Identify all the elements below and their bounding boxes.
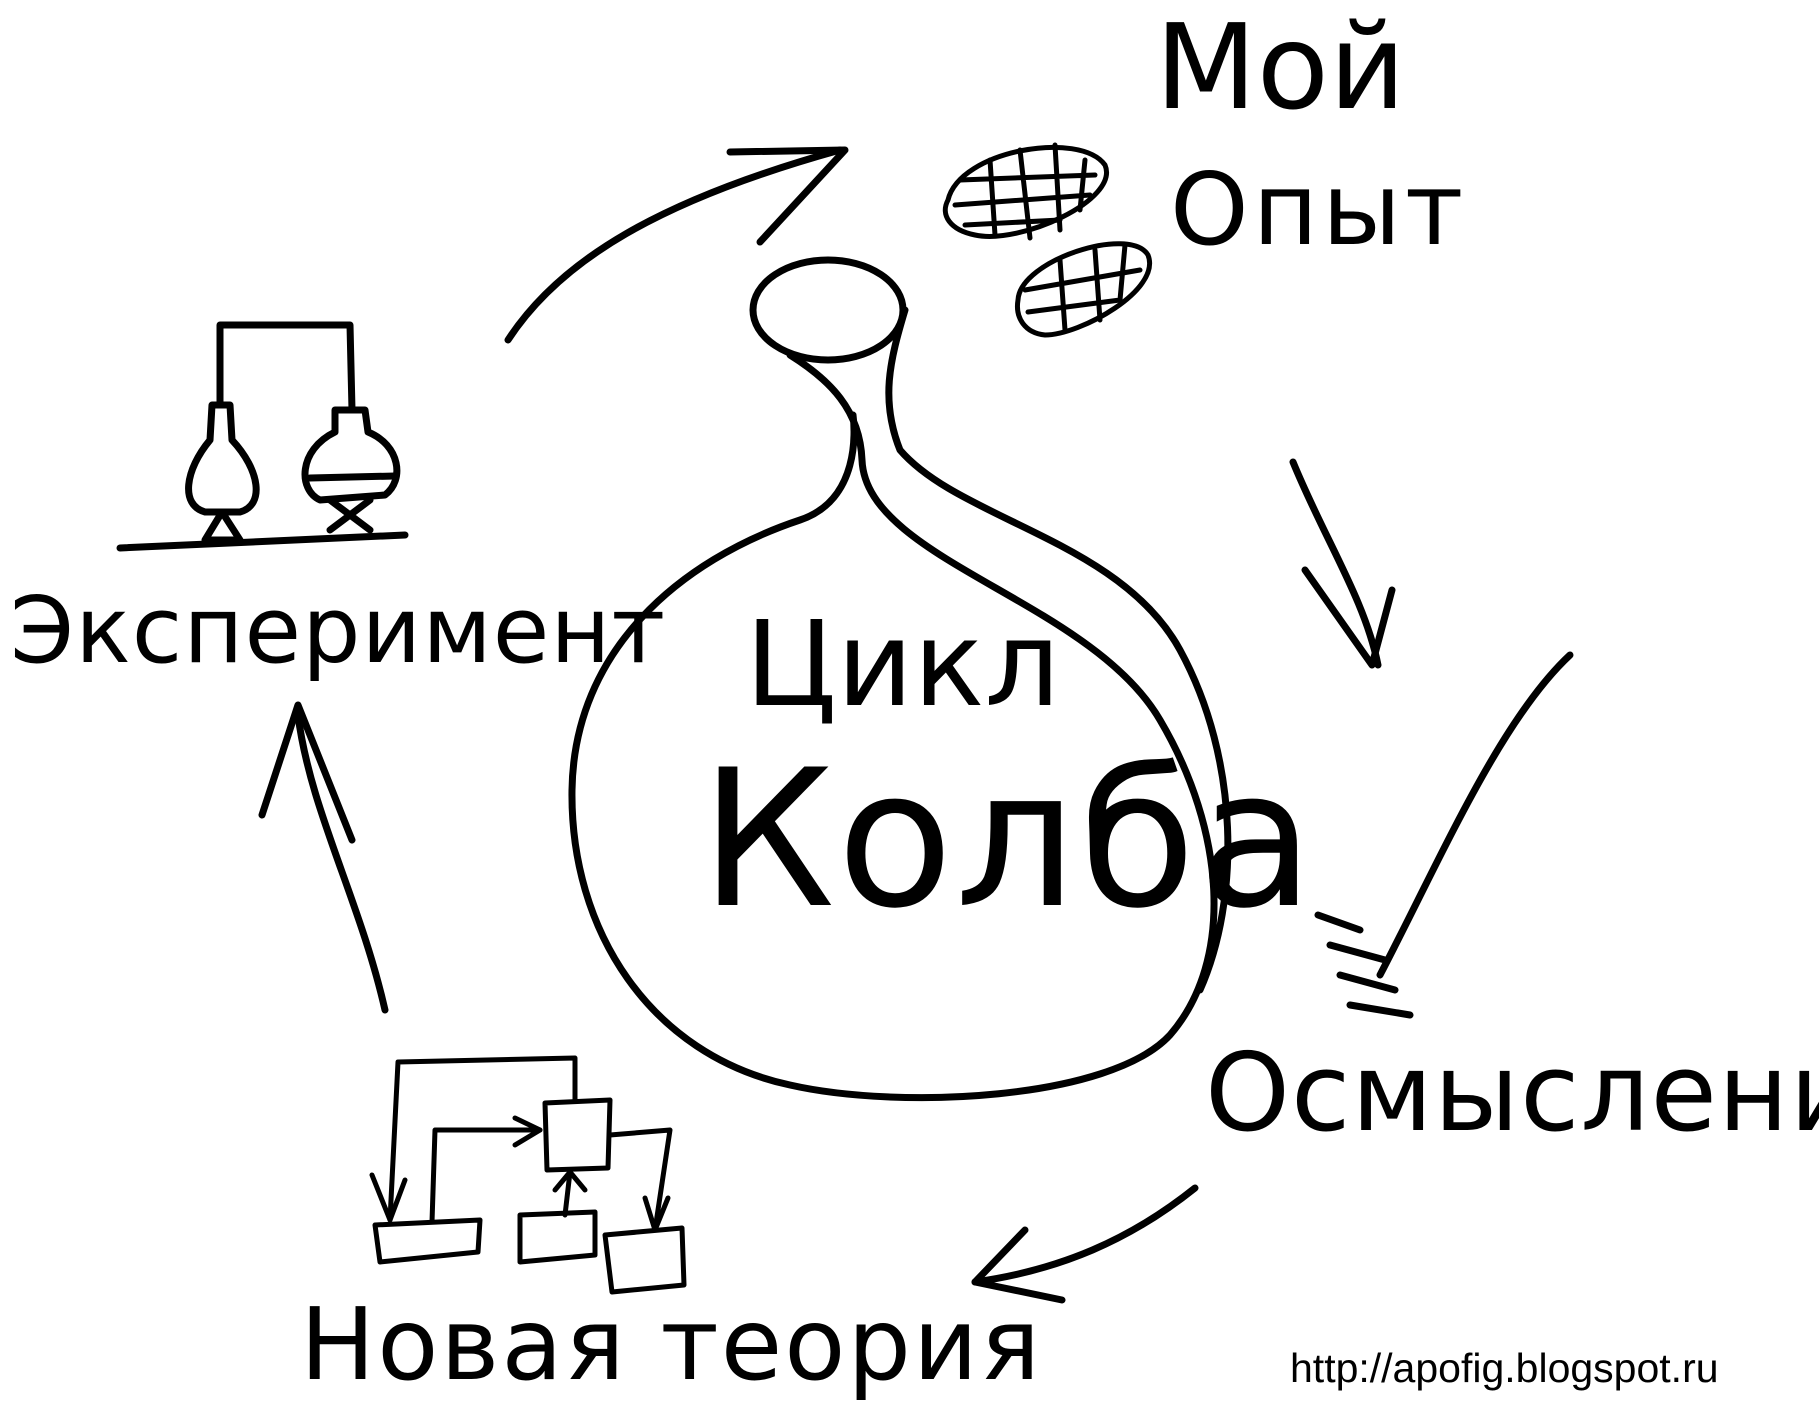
flowchart-box-middle — [517, 1209, 598, 1265]
connecting-tube — [216, 321, 356, 414]
label-my-experience-line1: Мой — [1155, 0, 1406, 136]
flask-body-outline — [568, 306, 1232, 1102]
lab-table-line — [116, 531, 409, 552]
arrow-theory-to-experiment — [258, 701, 389, 1014]
central-flask-drawing — [568, 256, 1232, 1102]
flowchart-arrowhead-4 — [552, 1169, 588, 1193]
flowchart-arrowhead-3 — [642, 1195, 671, 1233]
arrow-reflection-broom — [1314, 651, 1574, 1019]
flowchart-line-middle — [562, 1169, 573, 1218]
right-flask — [301, 406, 401, 504]
arrow-experiment-to-experience — [504, 146, 849, 344]
flowchart-box-right — [602, 1225, 687, 1295]
label-center-kolb: Колба — [700, 729, 1317, 950]
flowchart-line-top — [387, 1055, 578, 1223]
arrow-experience-to-reflection — [1289, 458, 1396, 669]
arrow-head-bottom — [971, 1226, 1066, 1304]
arrow-head-left — [258, 701, 356, 844]
label-reflection: Осмысление — [1205, 1031, 1819, 1156]
left-flask — [185, 401, 260, 516]
left-flask-stand — [201, 508, 244, 544]
label-experiment: Эксперимент — [10, 577, 667, 684]
label-my-experience-line2: Опыт — [1170, 151, 1468, 268]
seed-1-hatching — [952, 142, 1098, 241]
flowchart-box-left — [372, 1217, 483, 1265]
right-flask-liquid — [306, 472, 399, 482]
arrow-shaft-left — [294, 711, 389, 1014]
arrow-shaft-right-upper — [1289, 458, 1382, 669]
broom-bristles — [1314, 911, 1414, 1019]
seed-1 — [942, 144, 1109, 239]
broom-handle — [1376, 651, 1574, 979]
blog-url-text: http://apofig.blogspot.ru — [1290, 1345, 1719, 1391]
flowchart-arrowhead-1 — [369, 1172, 408, 1223]
right-flask-stand — [326, 496, 374, 534]
experience-seeds-drawing — [942, 142, 1153, 338]
flowchart-line-left — [429, 1127, 543, 1225]
arrow-head-right-upper — [1301, 566, 1396, 669]
label-new-theory: Новая теория — [300, 1286, 1043, 1403]
flowchart-line-right — [607, 1127, 673, 1233]
arrow-shaft-bottom — [971, 1184, 1199, 1286]
flask-top-ellipse — [749, 256, 907, 364]
lab-apparatus-drawing — [116, 321, 409, 552]
seed-2-hatching — [1022, 242, 1143, 333]
theory-flowchart-drawing — [369, 1055, 687, 1295]
flowchart-box-top — [542, 1097, 613, 1173]
seed-2 — [1014, 241, 1153, 338]
label-center-cycle: Цикл — [745, 595, 1060, 733]
flowchart-arrowhead-2 — [512, 1115, 543, 1148]
arrow-head-top — [726, 146, 849, 246]
arrow-reflection-to-theory — [971, 1184, 1199, 1304]
arrow-shaft-top — [504, 146, 844, 344]
